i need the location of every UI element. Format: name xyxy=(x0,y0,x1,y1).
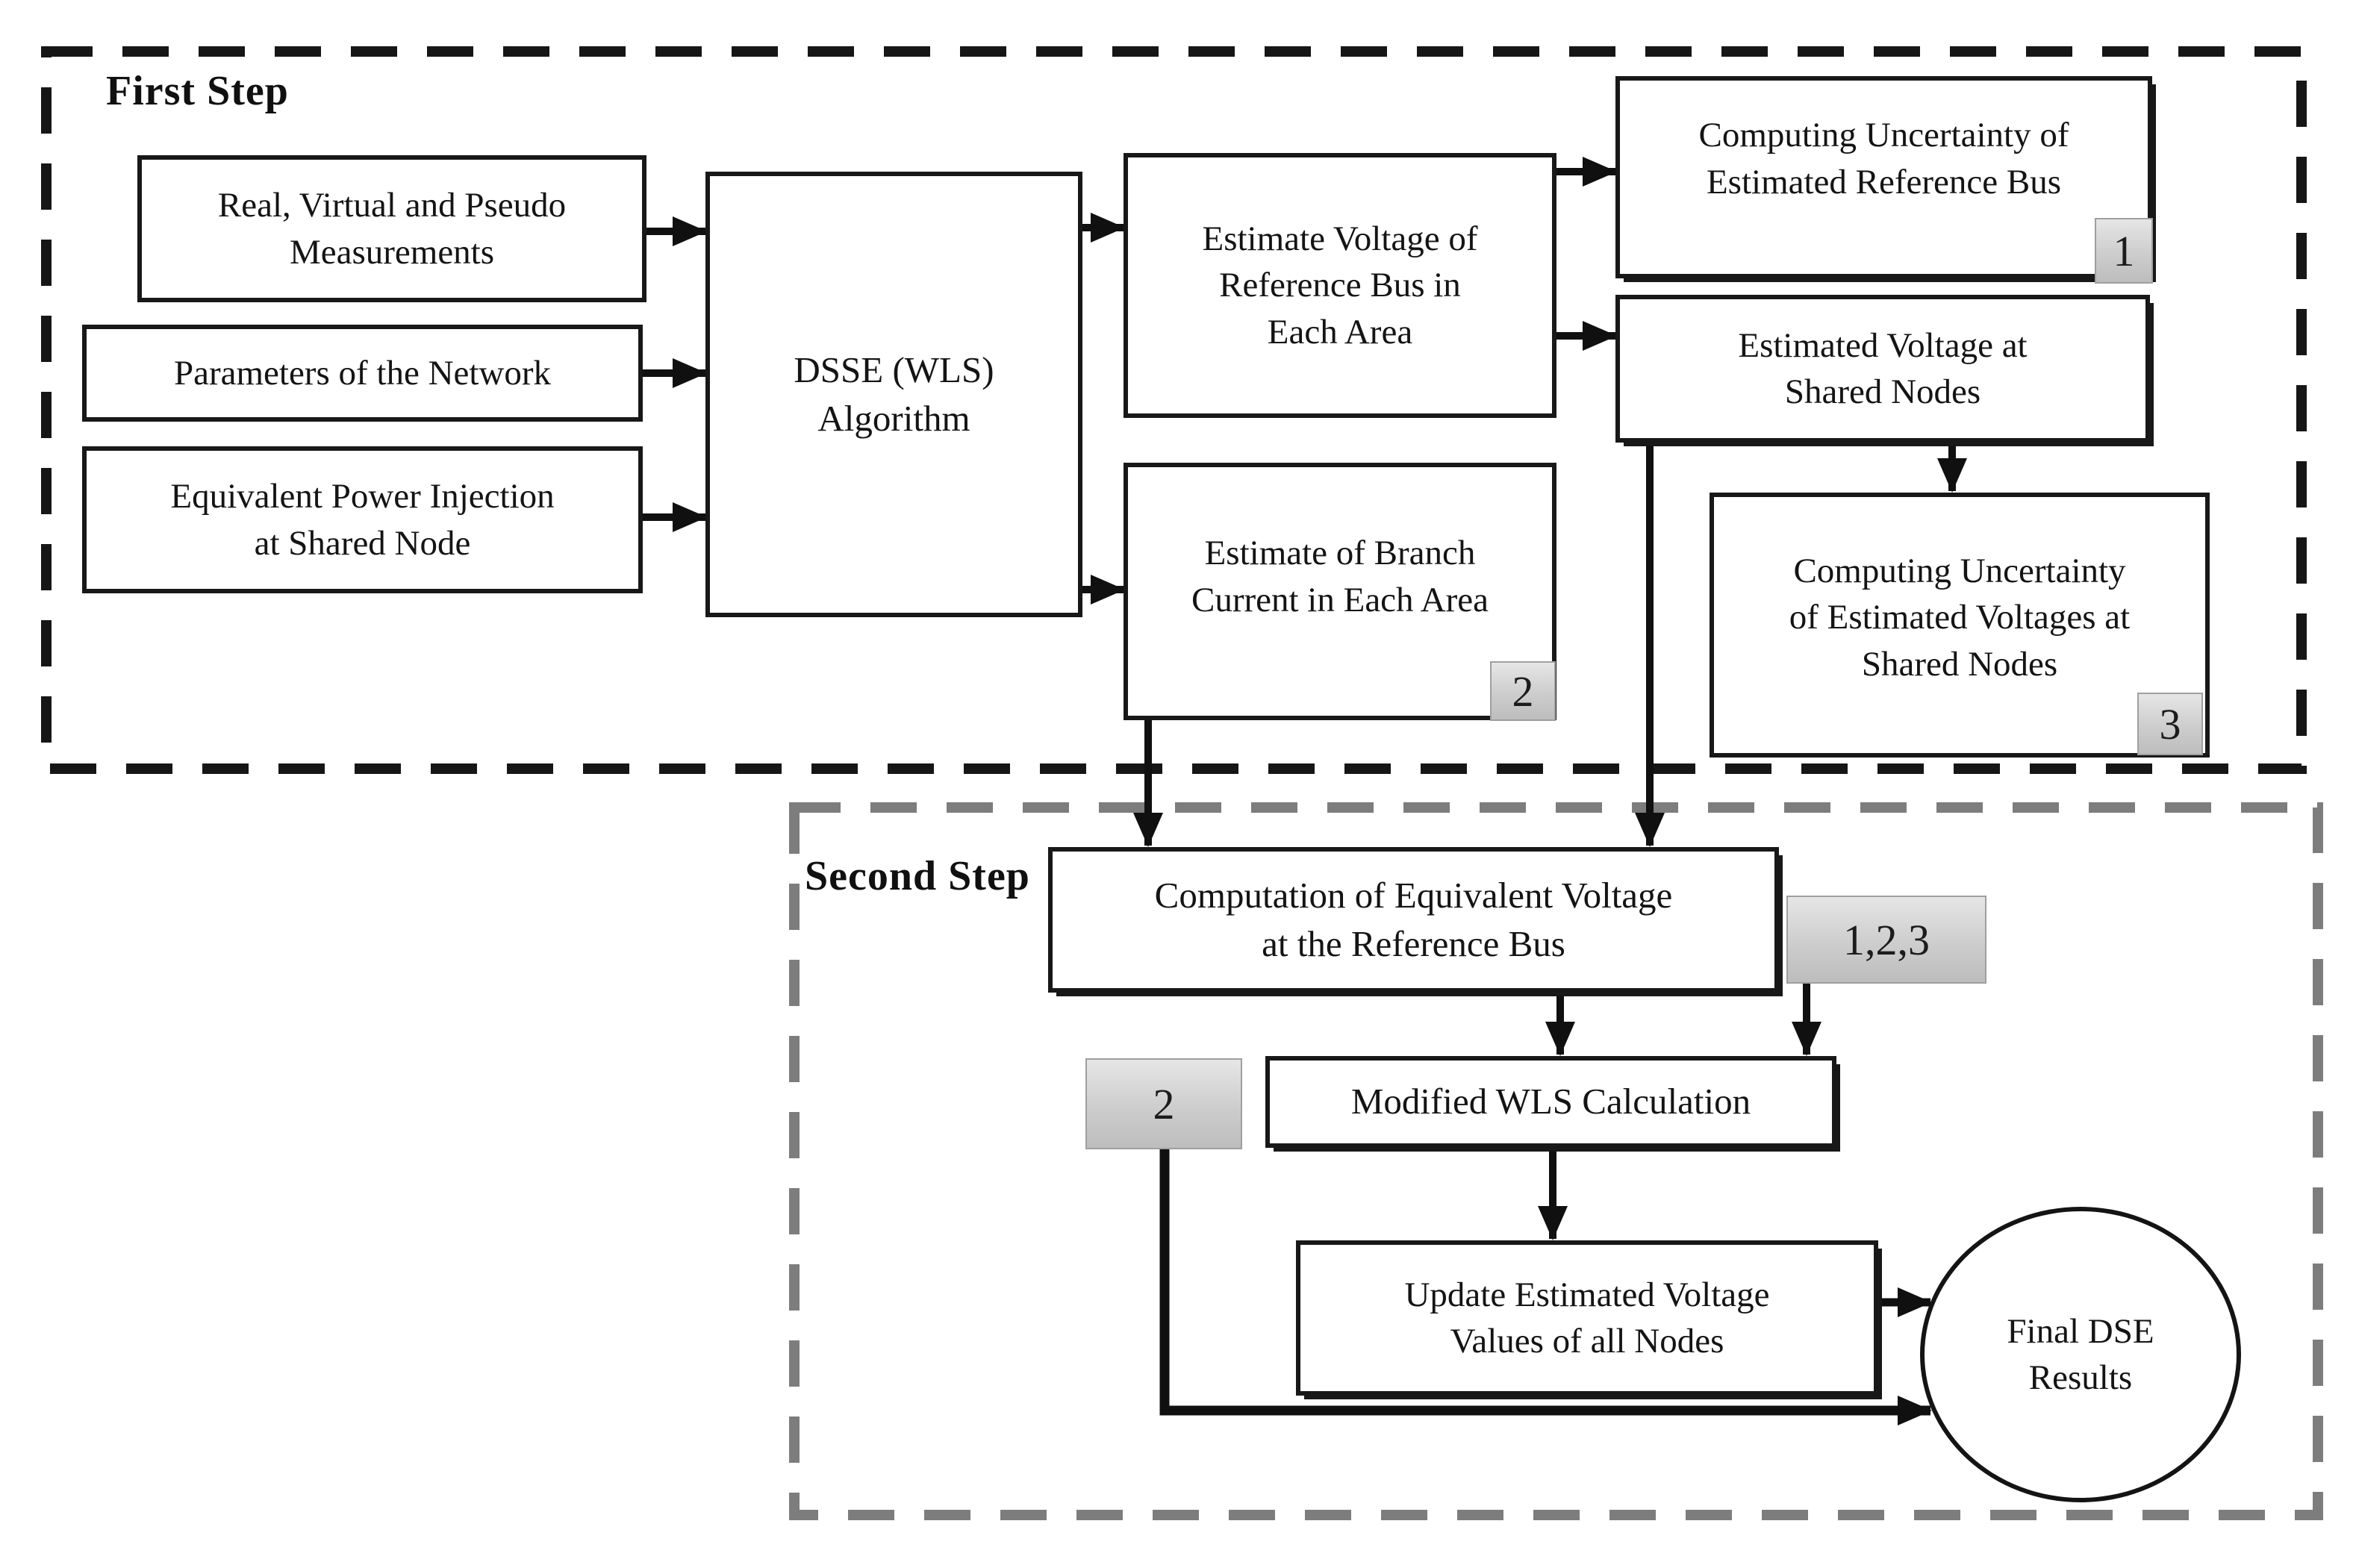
box-uncertainty-ref-text: Computing Uncertainty of Estimated Refer… xyxy=(1698,116,2069,202)
first-step-label: First Step xyxy=(106,68,289,114)
arrow-badge2-feedback-to-final xyxy=(1159,1149,1932,1425)
badge-step-2: 2 xyxy=(1490,661,1556,721)
box-dsse-algorithm: DSSE (WLS) Algorithm xyxy=(705,172,1082,617)
first-step-dashed-border xyxy=(41,46,2307,774)
second-step-dashed-border xyxy=(789,802,2323,1520)
box-power-injection-text: Equivalent Power Injection at Shared Nod… xyxy=(170,477,555,563)
box-measurements: Real, Virtual and Pseudo Measurements xyxy=(137,155,646,302)
badge-step-3: 3 xyxy=(2137,693,2203,755)
box-uncertainty-shared-text: Computing Uncertainty of Estimated Volta… xyxy=(1789,552,2131,684)
box-uncertainty-ref: Computing Uncertainty of Estimated Refer… xyxy=(1615,76,2152,278)
final-dse-results-ellipse: Final DSE Results xyxy=(1920,1207,2241,1502)
box-dsse-algorithm-text: DSSE (WLS) Algorithm xyxy=(794,349,994,439)
box-uncertainty-shared: Computing Uncertainty of Estimated Volta… xyxy=(1710,493,2210,758)
box-update-voltage: Update Estimated Voltage Values of all N… xyxy=(1296,1240,1878,1396)
box-computation-eq-voltage: Computation of Equivalent Voltage at the… xyxy=(1048,847,1779,993)
second-step-label: Second Step xyxy=(805,853,1030,899)
box-measurements-text: Real, Virtual and Pseudo Measurements xyxy=(217,186,567,272)
final-dse-results-text: Final DSE Results xyxy=(2007,1311,2154,1397)
box-voltage-shared-text: Estimated Voltage at Shared Nodes xyxy=(1738,325,2028,411)
box-power-injection: Equivalent Power Injection at Shared Nod… xyxy=(82,446,643,593)
box-voltage-shared: Estimated Voltage at Shared Nodes xyxy=(1615,295,2150,443)
box-estimate-branch: Estimate of Branch Current in Each Area xyxy=(1124,463,1556,720)
box-modified-wls: Modified WLS Calculation xyxy=(1265,1056,1836,1148)
box-modified-wls-text: Modified WLS Calculation xyxy=(1350,1081,1751,1122)
badge-combined-123: 1,2,3 xyxy=(1786,896,1986,984)
badge-step-1: 1 xyxy=(2095,218,2153,284)
box-estimate-branch-text: Estimate of Branch Current in Each Area xyxy=(1191,534,1489,619)
box-parameters-text: Parameters of the Network xyxy=(173,353,552,393)
box-update-voltage-text: Update Estimated Voltage Values of all N… xyxy=(1404,1275,1770,1361)
box-estimate-voltage-ref-text: Estimate Voltage of Reference Bus in Eac… xyxy=(1202,219,1478,352)
badge-feedback-2: 2 xyxy=(1085,1058,1242,1149)
box-parameters: Parameters of the Network xyxy=(82,325,643,422)
box-computation-eq-voltage-text: Computation of Equivalent Voltage at the… xyxy=(1154,874,1673,964)
box-estimate-voltage-ref: Estimate Voltage of Reference Bus in Eac… xyxy=(1124,153,1556,418)
